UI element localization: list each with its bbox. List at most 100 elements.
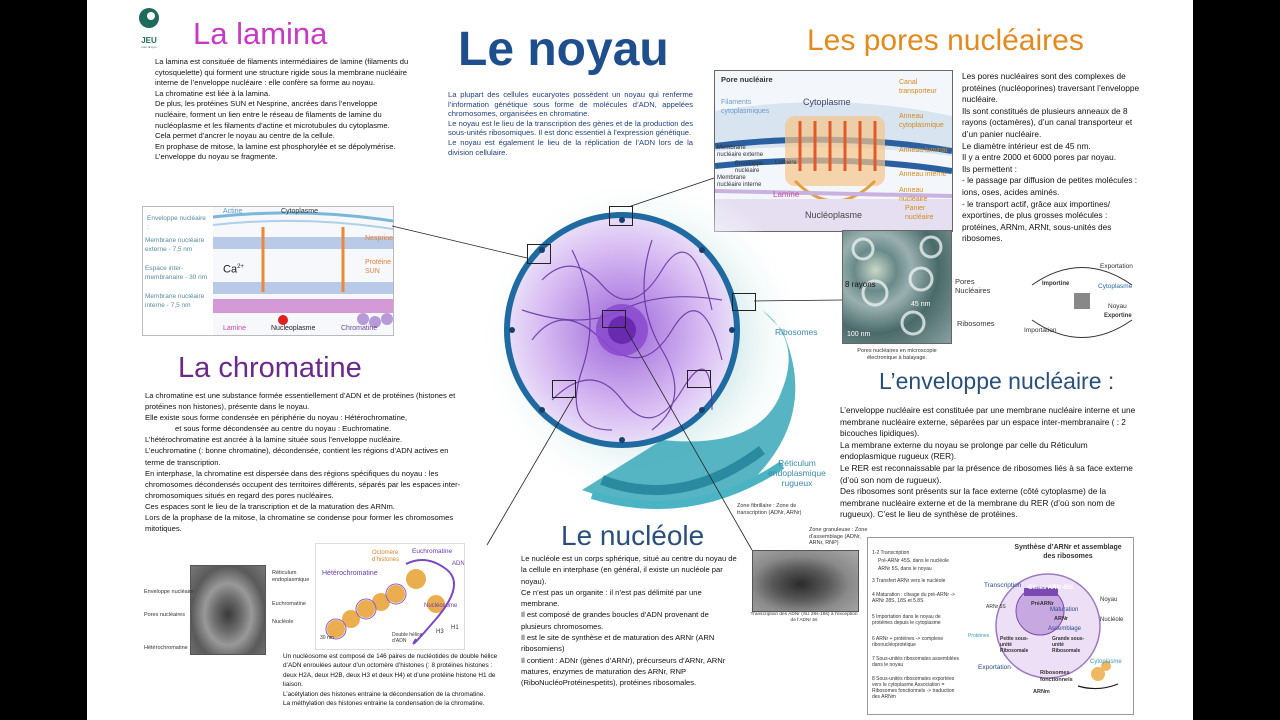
nucleole-zf: Zone fibrillaire : Zone de transcription… — [737, 503, 802, 516]
nuc-adn: ADN — [452, 561, 465, 567]
lamina-label-mni: Membrane nucléaire interne - 7,5 nm — [145, 293, 205, 309]
chromatine-p6: En interphase, la chromatine est dispers… — [145, 468, 461, 500]
pores-text: Les pores nucléaires sont des complexes … — [962, 71, 1142, 245]
pores-p3: Le diamètre intérieur est de 45 nm. — [962, 140, 1091, 151]
micro-caption: Pores nucléaires en microscopie électron… — [857, 348, 937, 361]
logo-text: JEU — [141, 36, 157, 45]
micro-rayons: 8 rayons — [845, 280, 876, 289]
synthese-diagram: Synthèse d’ARNr et assemblage des riboso… — [867, 537, 1134, 715]
em-nucleole: Nucléole — [272, 619, 294, 625]
chromatine-p4: L’hétérochromatine est ancrée à la lamin… — [145, 435, 403, 445]
lamina-ca: Ca2+ — [223, 263, 244, 276]
enveloppe-text: L’enveloppe nucléaire est constituée par… — [840, 405, 1142, 521]
transport-cytoplasme: Cytoplasme — [1098, 283, 1133, 290]
zoom-box-enveloppe — [732, 293, 756, 311]
enveloppe-p1: L’enveloppe nucléaire est constituée par… — [840, 405, 1136, 439]
pore-cytoplasme: Cytoplasme — [803, 97, 851, 107]
nucleole-p1: Le nucléole est un corps sphérique, situ… — [521, 554, 737, 586]
chromatine-p5: L’euchromatine (: bonne chromatine), déc… — [145, 446, 449, 467]
nucleole-p5: Il contient : ADNr (gènes d’ARNr), précu… — [521, 655, 726, 688]
nucleosome-p2: L’acétylation des histones entraine la d… — [283, 690, 486, 698]
title-enveloppe: L’enveloppe nucléaire : — [879, 368, 1115, 394]
pore-title: Pore nucléaire — [721, 75, 773, 84]
syn-nucleole: Nucléole — [1100, 617, 1124, 623]
pore-canal: Canal transporteur — [899, 79, 937, 95]
lamina-diagram: Enveloppe nucléaire : Membrane nucléaire… — [142, 206, 394, 336]
zoom-box-chromatine — [552, 380, 576, 398]
noyau-p1: La plupart des cellules eucaryotes possè… — [448, 90, 693, 119]
lamina-ca-sup: 2+ — [237, 264, 244, 270]
nuc-double: Double hélice d’ADN — [392, 632, 423, 644]
nuc-hetero: Hétérochromatine — [322, 570, 378, 577]
step-1b: Pré-ARNr 45S, dans le nucléole — [878, 558, 949, 564]
step-6: 6 ARNr + protéines -> complexe ribonuclé… — [872, 636, 944, 648]
pores-p7: - le transport actif, grâce aux importin… — [962, 198, 1112, 244]
nucleus-em-image — [190, 565, 266, 655]
lamina-ca-text: Ca — [223, 263, 238, 276]
pores-p4: Il y a entre 2000 et 6000 pores par noya… — [962, 152, 1117, 163]
transport-illustration — [1031, 267, 1133, 338]
chromatine-text: La chromatine est une substance formée e… — [145, 390, 463, 534]
lamina-text: La lamina est consituée de filaments int… — [155, 57, 409, 163]
logo: JEU coin di sym — [137, 5, 161, 49]
em-pores: Pores nucléaires — [144, 612, 185, 618]
lamina-p2: La chromatine est liée à la lamina. — [155, 88, 271, 98]
chromatine-p1: La chromatine est une substance formée e… — [145, 391, 456, 412]
nucleole-caption: Transcription des ADNr (SU 28s-18s) à l’… — [750, 612, 858, 623]
title-pores: Les pores nucléaires — [807, 24, 1084, 57]
pore-membrane-ext: Membrane nucléaire externe — [717, 145, 764, 158]
nuc-octomere: Octomère d’histones — [372, 550, 400, 563]
lamina-p5: En prophase de mitose, la lamine est pho… — [155, 141, 396, 162]
em-enveloppe: Enveloppe nucléaire — [144, 589, 194, 595]
transport-exportine: Exportine — [1104, 313, 1132, 319]
cell-ribosomes: Ribosomes — [775, 327, 818, 337]
nuc-h3: H3 — [436, 629, 444, 635]
synthese-illustration — [995, 573, 1119, 690]
nuc-scale: 30 nm — [320, 635, 334, 641]
title-nucleole: Le nucléole — [561, 520, 705, 551]
step-5: 5 Importation dans le noyau de protéines… — [872, 614, 941, 626]
pore-anneau-luminal: Anneau luminal — [899, 147, 948, 154]
nucleole-p3: Il est composé de grandes boucles d’ADN … — [521, 610, 709, 631]
chromatine-p3: et sous forme décondensée au centre du n… — [175, 424, 392, 434]
enveloppe-p4: Des ribosomes sont présents sur la face … — [840, 486, 1115, 520]
title-lamina: La lamina — [193, 16, 328, 51]
micro-ribosomes: Ribosomes — [957, 319, 995, 328]
syn-maturation: Maturation — [1050, 607, 1079, 613]
lamina-chromatine: Chromatine — [341, 325, 378, 332]
em-reticulum: Réticulum endoplasmique — [272, 570, 310, 583]
lamina-p3: De plus, les protéines SUN et Nesprine, … — [155, 99, 390, 130]
syn-genes: Gènes ARN 45S — [1028, 585, 1074, 591]
pores-p5: Ils permettent : — [962, 163, 1017, 174]
micro-nm: 45 nm — [911, 301, 931, 308]
lamina-p4: Cela permet d’ancrer le noyau au centre … — [155, 131, 335, 141]
nuc-nucleosome: Nucléosome — [424, 603, 458, 609]
syn-proteines: Protéines — [968, 633, 990, 639]
syn-prearnr: PréARNr — [1031, 601, 1054, 607]
nucleole-p4: Il est le site de synthèse et de maturat… — [521, 633, 715, 654]
syn-arnr: ARNr — [1054, 616, 1069, 622]
transport-importine: Importine — [1042, 281, 1070, 287]
micro-pores: Pores Nucléaires — [955, 277, 991, 295]
lamina-lamine: Lamine — [223, 325, 246, 332]
title-noyau: Le noyau — [458, 23, 669, 76]
logo-icon — [139, 8, 159, 28]
pore-lamine: Lamine — [773, 190, 800, 199]
pore-anneau-cyto: Anneau cytoplasmique — [899, 113, 944, 129]
step-4: 4 Maturation : clivage du pré-ARNr -> AR… — [872, 592, 955, 604]
em-heterochromatine: Hétérochromatine — [144, 645, 188, 651]
lamina-nesprine: Nesprine — [365, 235, 394, 242]
synthese-title: Synthèse d’ARNr et assemblage des riboso… — [1014, 544, 1122, 560]
nucleosome-text: Un nucléosome est composé de 146 paires … — [283, 652, 505, 708]
lamina-actine: Actine — [223, 208, 243, 215]
syn-arnr5s: ARNr 5S — [986, 604, 1006, 610]
step-1: 1-2 Transcription — [872, 550, 910, 556]
em-euchromatine: Euchromatine — [272, 601, 306, 607]
lamina-label-mne: Membrane nucléaire externe - 7,5 nm — [145, 237, 205, 253]
lamina-p1: La lamina est consituée de filaments int… — [155, 57, 409, 88]
pore-membrane-int: Membrane nucléaire interne — [717, 175, 762, 188]
noyau-p3: Le noyau est également le lieu de la rép… — [448, 137, 693, 157]
chromatine-p7: Ces espaces sont le lieu de la transcrip… — [145, 501, 395, 511]
nucleosome-p1: Un nucléosome est composé de 146 paires … — [283, 653, 498, 689]
zoom-box-lamina — [527, 244, 551, 264]
